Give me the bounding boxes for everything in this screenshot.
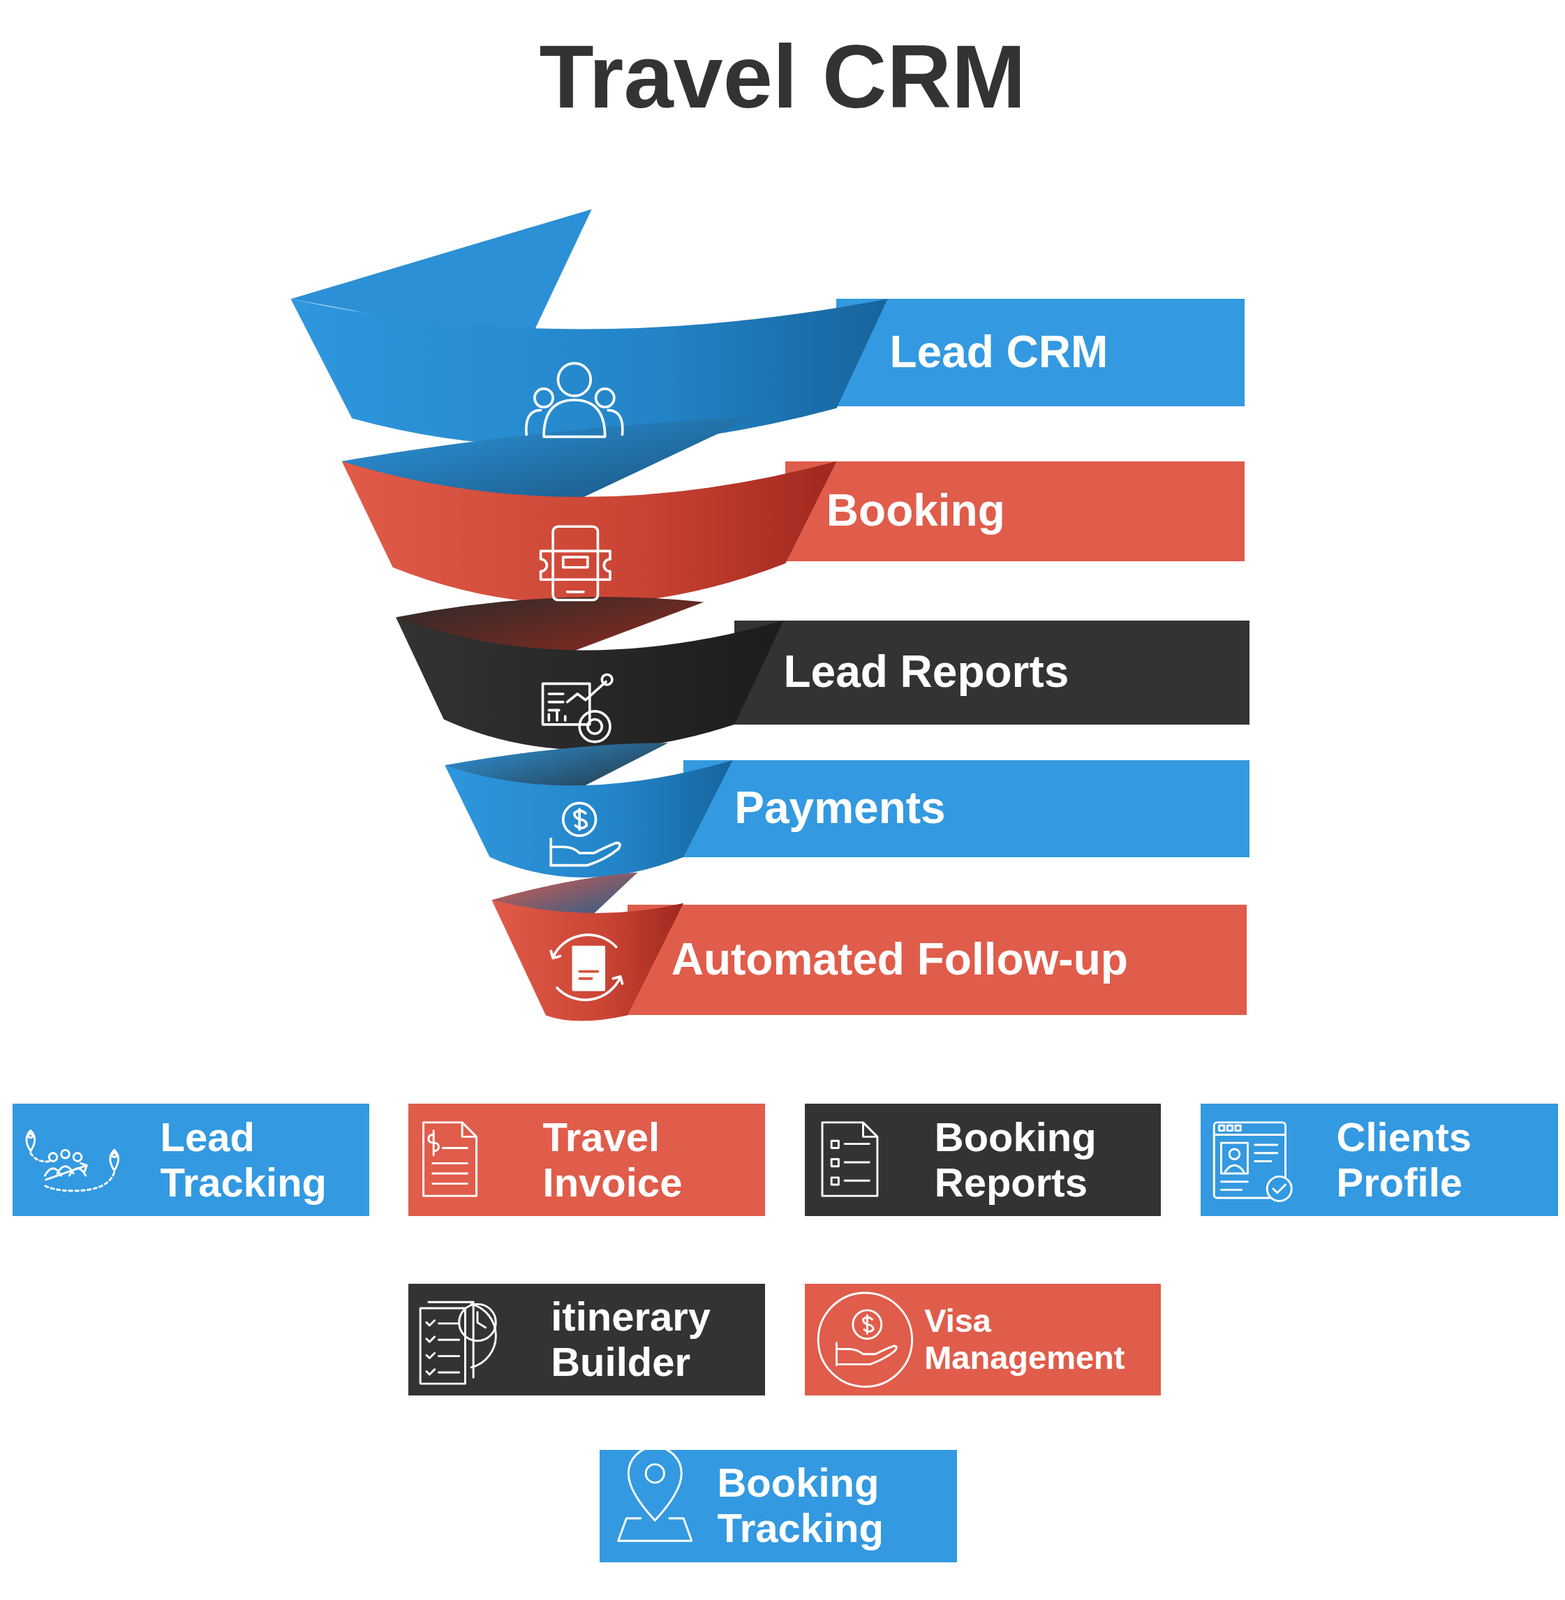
feature-box: Lead Tracking <box>12 1103 370 1216</box>
funnel-band: Automated Follow-up <box>627 904 1247 1015</box>
funnel-band: Payments <box>683 760 1250 858</box>
node-label: Lead Tracking <box>159 1114 361 1206</box>
funnel-band: Lead CRM <box>836 298 1245 406</box>
node-label: Lead CRM <box>889 327 1108 378</box>
node-label: Booking Tracking <box>716 1460 948 1552</box>
diagram-title: Travel CRM <box>0 27 1565 127</box>
feature-box: Booking Reports <box>804 1103 1161 1216</box>
node-label: Automated Follow-up <box>671 934 1129 985</box>
node-label: Travel Invoice <box>543 1114 758 1206</box>
funnel-band: Booking <box>785 461 1245 562</box>
feature-box: Travel Invoice <box>408 1103 766 1216</box>
feature-box: Visa Management <box>804 1283 1161 1397</box>
node-label: Lead Reports <box>783 647 1069 698</box>
node-label: Visa Management <box>924 1302 1153 1376</box>
node-label: Clients Profile <box>1336 1114 1550 1206</box>
feature-box: Booking Tracking <box>599 1449 958 1563</box>
funnel-band: Lead Reports <box>734 620 1250 725</box>
node-label: Booking Reports <box>934 1114 1153 1206</box>
node-label: Payments <box>734 783 946 834</box>
node-label: itinerary Builder <box>550 1294 757 1385</box>
feature-box: itinerary Builder <box>408 1283 766 1397</box>
node-label: Booking <box>826 485 1006 537</box>
feature-box: Clients Profile <box>1200 1103 1559 1216</box>
